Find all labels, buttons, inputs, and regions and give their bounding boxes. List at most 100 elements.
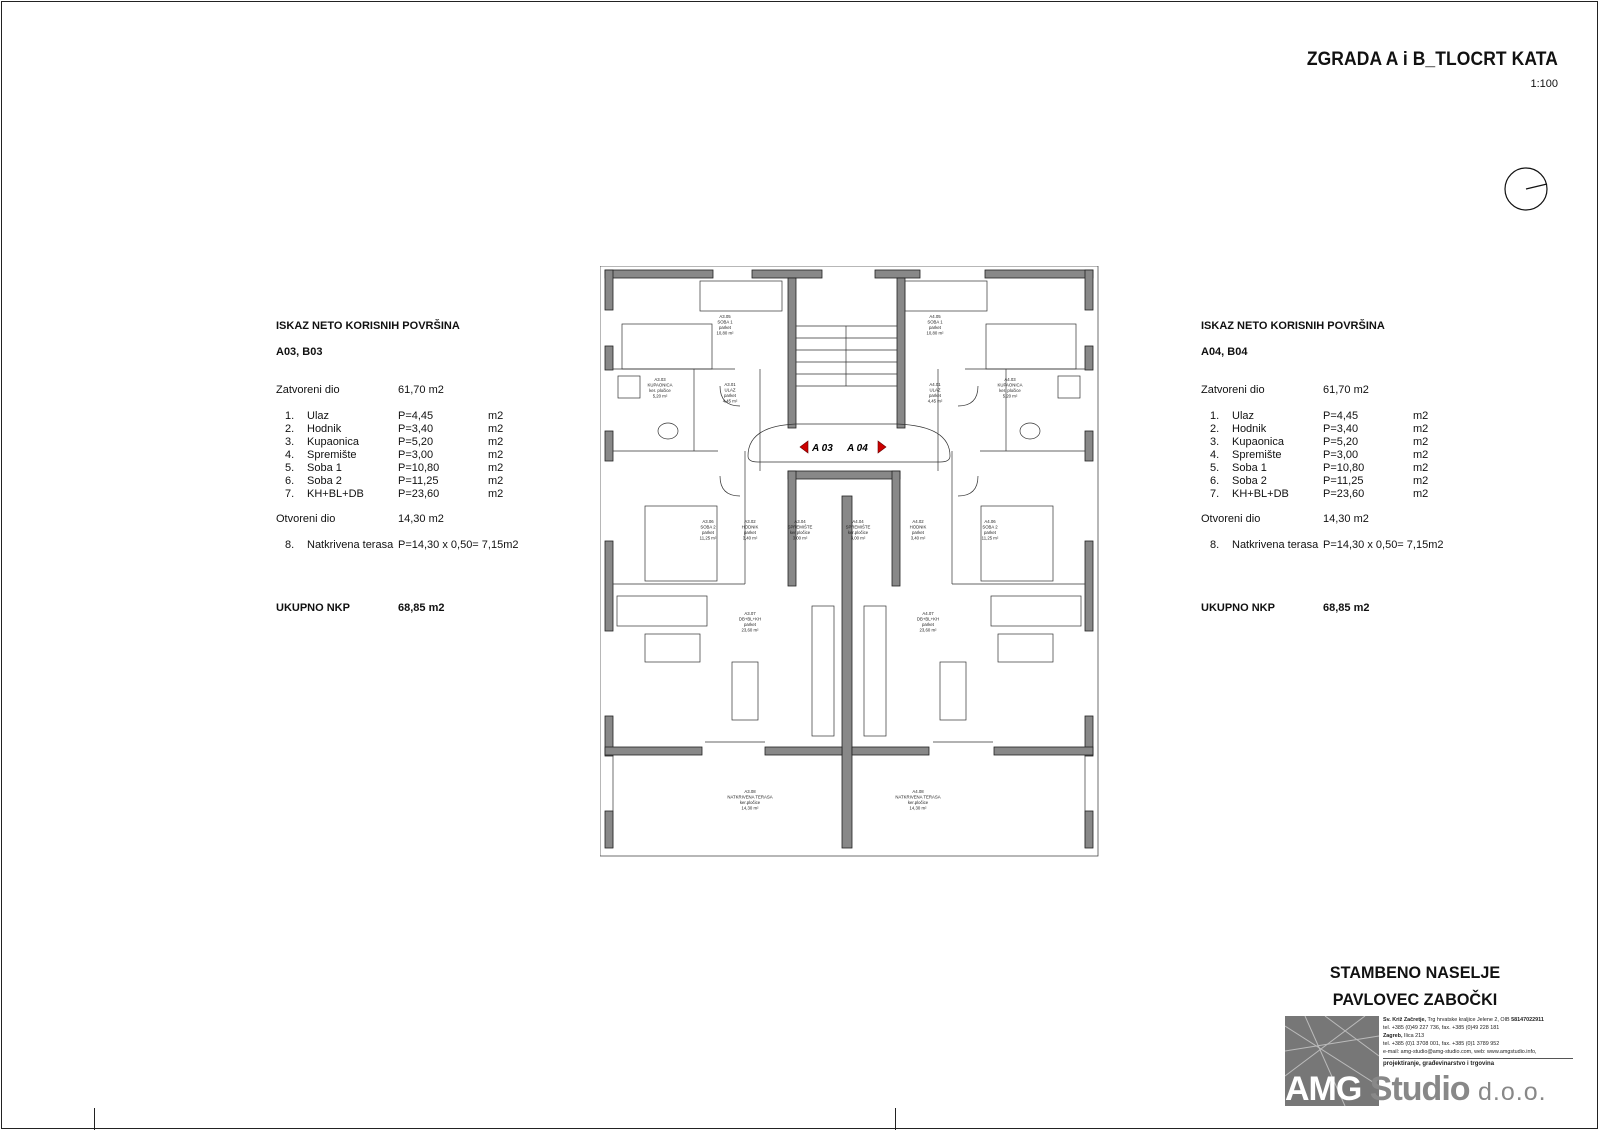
- room-label-a301: ULAZ: [725, 388, 736, 393]
- table-row-no: 2.: [285, 423, 295, 435]
- table-row-unit: m2: [488, 423, 504, 435]
- project-title-line1: STAMBENO NASELJE: [1329, 963, 1501, 982]
- drawing-title: ZGRADA A i B_TLOCRT KATA: [1306, 49, 1558, 70]
- terrace-area: P=14,30 x 0,50= 7,15m2: [398, 539, 519, 551]
- project-title-line2: PAVLOVEC ZABOČKI: [1332, 990, 1498, 1009]
- fold-mark-center: [895, 1108, 896, 1130]
- room-label-a301: A3.01: [724, 382, 736, 387]
- room-label-a302: parket: [744, 530, 757, 535]
- open-value: 14,30 m2: [1323, 513, 1369, 525]
- table-row-unit: m2: [488, 449, 504, 461]
- table-row-area: P=3,40: [1323, 423, 1359, 435]
- table-row-name: Ulaz: [307, 410, 330, 422]
- closed-label: Zatvoreni dio: [276, 384, 340, 396]
- open-value: 14,30 m2: [398, 513, 444, 525]
- table-row-no: 1.: [1210, 410, 1220, 422]
- fold-mark-left: [94, 1108, 95, 1130]
- table-row-name: Soba 2: [1232, 475, 1267, 487]
- room-label-a303: ker. pločice: [649, 388, 671, 393]
- table-row-unit: m2: [1413, 436, 1429, 448]
- room-label-a402: A4.02: [912, 519, 924, 524]
- entry-label-a04: A 04: [846, 443, 868, 454]
- table-row-no: 4.: [1210, 449, 1220, 461]
- room-label-a304: 3,00 m²: [793, 536, 808, 541]
- room-label-a406: A4.06: [984, 519, 996, 524]
- room-label-a403: 5,20 m²: [1003, 394, 1018, 399]
- table-row-unit: m2: [1413, 423, 1429, 435]
- company-name-amg: AMG: [1285, 1070, 1362, 1108]
- project-title: STAMBENO NASELJE PAVLOVEC ZABOČKI: [1296, 959, 1534, 1013]
- table-row-name: Soba 2: [307, 475, 342, 487]
- room-label-a403: KUPAONICA: [998, 383, 1023, 388]
- entry-arrow-right-icon: [877, 440, 887, 454]
- closed-label: Zatvoreni dio: [1201, 384, 1265, 396]
- table-row-unit: m2: [1413, 488, 1429, 500]
- room-label-a401: 4,45 m²: [928, 399, 943, 404]
- table-row-area: P=3,00: [1323, 449, 1359, 461]
- room-label-a403: A4.03: [1004, 377, 1016, 382]
- room-label-a404: 3,00 m²: [851, 536, 866, 541]
- terrace-no: 8.: [1210, 539, 1220, 551]
- room-label-a304: ker.pločice: [790, 530, 811, 535]
- addr1-bold: Sv. Križ Začretje,: [1383, 1017, 1427, 1023]
- room-label-a308: A3.08: [744, 789, 756, 794]
- table-row-no: 3.: [1210, 436, 1220, 448]
- table-row-unit: m2: [488, 488, 504, 500]
- room-label-a302: 3,40 m²: [743, 536, 758, 541]
- table-row-name: Soba 1: [1232, 462, 1267, 474]
- entry-label-a03: A 03: [811, 443, 833, 454]
- terrace-name: Natkrivena terasa: [307, 539, 394, 551]
- table-row-no: 2.: [1210, 423, 1220, 435]
- table-row-name: Hodnik: [1232, 423, 1267, 435]
- table-row-unit: m2: [1413, 410, 1429, 422]
- table-row-area: P=11,25: [1323, 475, 1364, 487]
- table-row-unit: m2: [488, 436, 504, 448]
- room-label-a306: SOBA 2: [700, 525, 716, 530]
- room-label-a306: A3.06: [702, 519, 714, 524]
- room-label-a302: A3.02: [744, 519, 756, 524]
- table-row-name: Spremište: [307, 449, 357, 461]
- area-table-right: ISKAZ NETO KORISNIH POVRŠINA A04, B04 Za…: [1201, 320, 1461, 620]
- room-label-a405: 10,80 m²: [927, 331, 945, 336]
- room-label-a405: A4.05: [929, 314, 941, 319]
- table-row-unit: m2: [488, 475, 504, 487]
- table-row-no: 5.: [1210, 462, 1220, 474]
- table-units: A03, B03: [276, 346, 323, 358]
- table-row-area: P=5,20: [1323, 436, 1359, 448]
- room-label-a408: NATKRIVENA TERASA: [895, 795, 940, 800]
- room-label-a308: 14,30 m²: [742, 806, 760, 811]
- area-table-left: ISKAZ NETO KORISNIH POVRŠINA A03, B03 Za…: [276, 320, 536, 620]
- table-row-no: 7.: [1210, 488, 1220, 500]
- entry-arrow-left-icon: [799, 440, 809, 454]
- table-heading: ISKAZ NETO KORISNIH POVRŠINA: [276, 320, 460, 332]
- room-label-a305: parket: [719, 325, 732, 330]
- room-label-a408: ker.pločice: [908, 800, 929, 805]
- table-row-unit: m2: [1413, 475, 1429, 487]
- table-row-area: P=10,80: [398, 462, 440, 474]
- table-row-name: Kupaonica: [307, 436, 359, 448]
- room-label-a405: parket: [929, 325, 942, 330]
- open-label: Otvoreni dio: [1201, 513, 1261, 525]
- room-label-a407: 23,60 m²: [920, 628, 938, 633]
- table-row-unit: m2: [1413, 449, 1429, 461]
- company-logo-icon: [1285, 1016, 1379, 1106]
- table-row-unit: m2: [488, 410, 504, 422]
- terrace-no: 8.: [285, 539, 295, 551]
- table-row-no: 3.: [285, 436, 295, 448]
- room-label-a308: NATKRIVENA TERASA: [727, 795, 772, 800]
- room-label-a308: ker.pločice: [740, 800, 761, 805]
- terrace-name: Natkrivena terasa: [1232, 539, 1319, 551]
- room-label-a403: ker. pločice: [999, 388, 1021, 393]
- room-label-a401: parket: [929, 393, 942, 398]
- total-label: UKUPNO NKP: [276, 602, 350, 614]
- total-label: UKUPNO NKP: [1201, 602, 1275, 614]
- room-label-a404: ker.pločice: [848, 530, 869, 535]
- room-label-a301: parket: [724, 393, 737, 398]
- room-label-a302: HODNIK: [742, 525, 759, 530]
- room-label-a402: parket: [912, 530, 925, 535]
- closed-value: 61,70 m2: [398, 384, 444, 396]
- table-units: A04, B04: [1201, 346, 1248, 358]
- table-row-name: Kupaonica: [1232, 436, 1284, 448]
